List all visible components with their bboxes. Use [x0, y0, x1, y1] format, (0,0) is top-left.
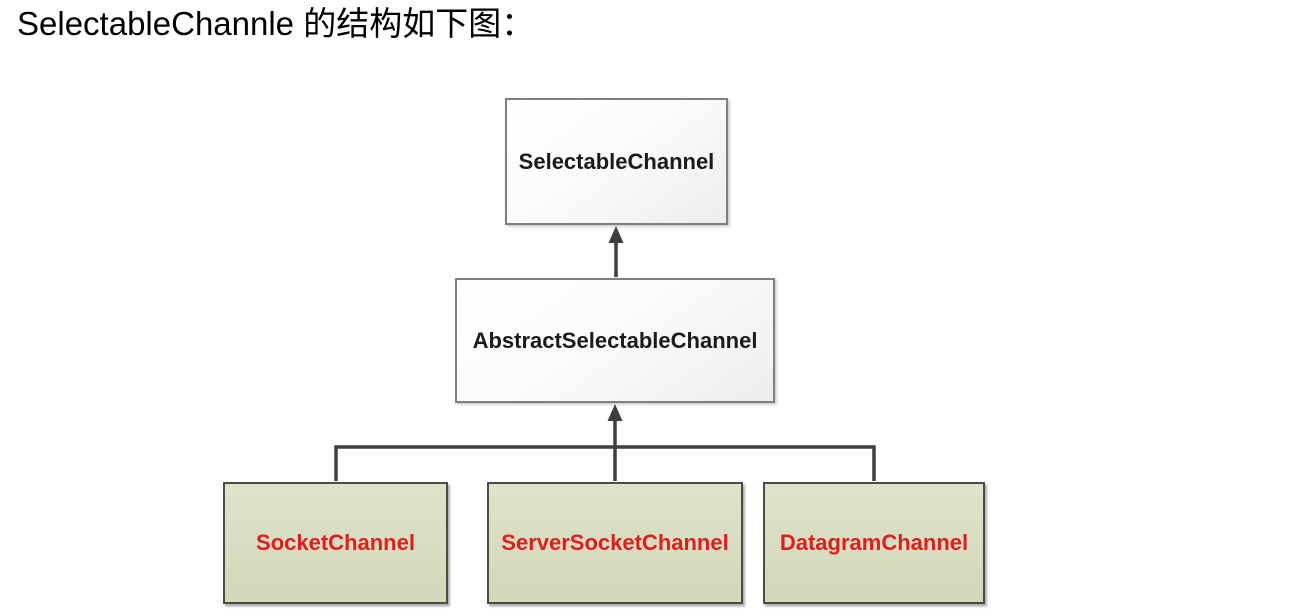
node-label: SelectableChannel — [518, 148, 715, 174]
node-datagram-channel: DatagramChannel — [763, 482, 985, 604]
bracket-line — [334, 445, 876, 481]
node-label: DatagramChannel — [779, 530, 969, 555]
arrowhead-middle — [607, 404, 623, 421]
node-server-socket-channel: ServerSocketChannel — [487, 482, 743, 604]
node-selectable-channel: SelectableChannel — [505, 98, 728, 225]
node-label: AbstractSelectableChannel — [472, 327, 758, 353]
node-label: SocketChannel — [256, 530, 415, 555]
arrowhead-top — [608, 226, 624, 243]
node-abstract-selectable-channel: AbstractSelectableChannel — [455, 278, 775, 403]
node-socket-channel: SocketChannel — [223, 482, 448, 604]
node-label: ServerSocketChannel — [501, 530, 729, 555]
page-title: SelectableChannle 的结构如下图： — [17, 5, 535, 42]
